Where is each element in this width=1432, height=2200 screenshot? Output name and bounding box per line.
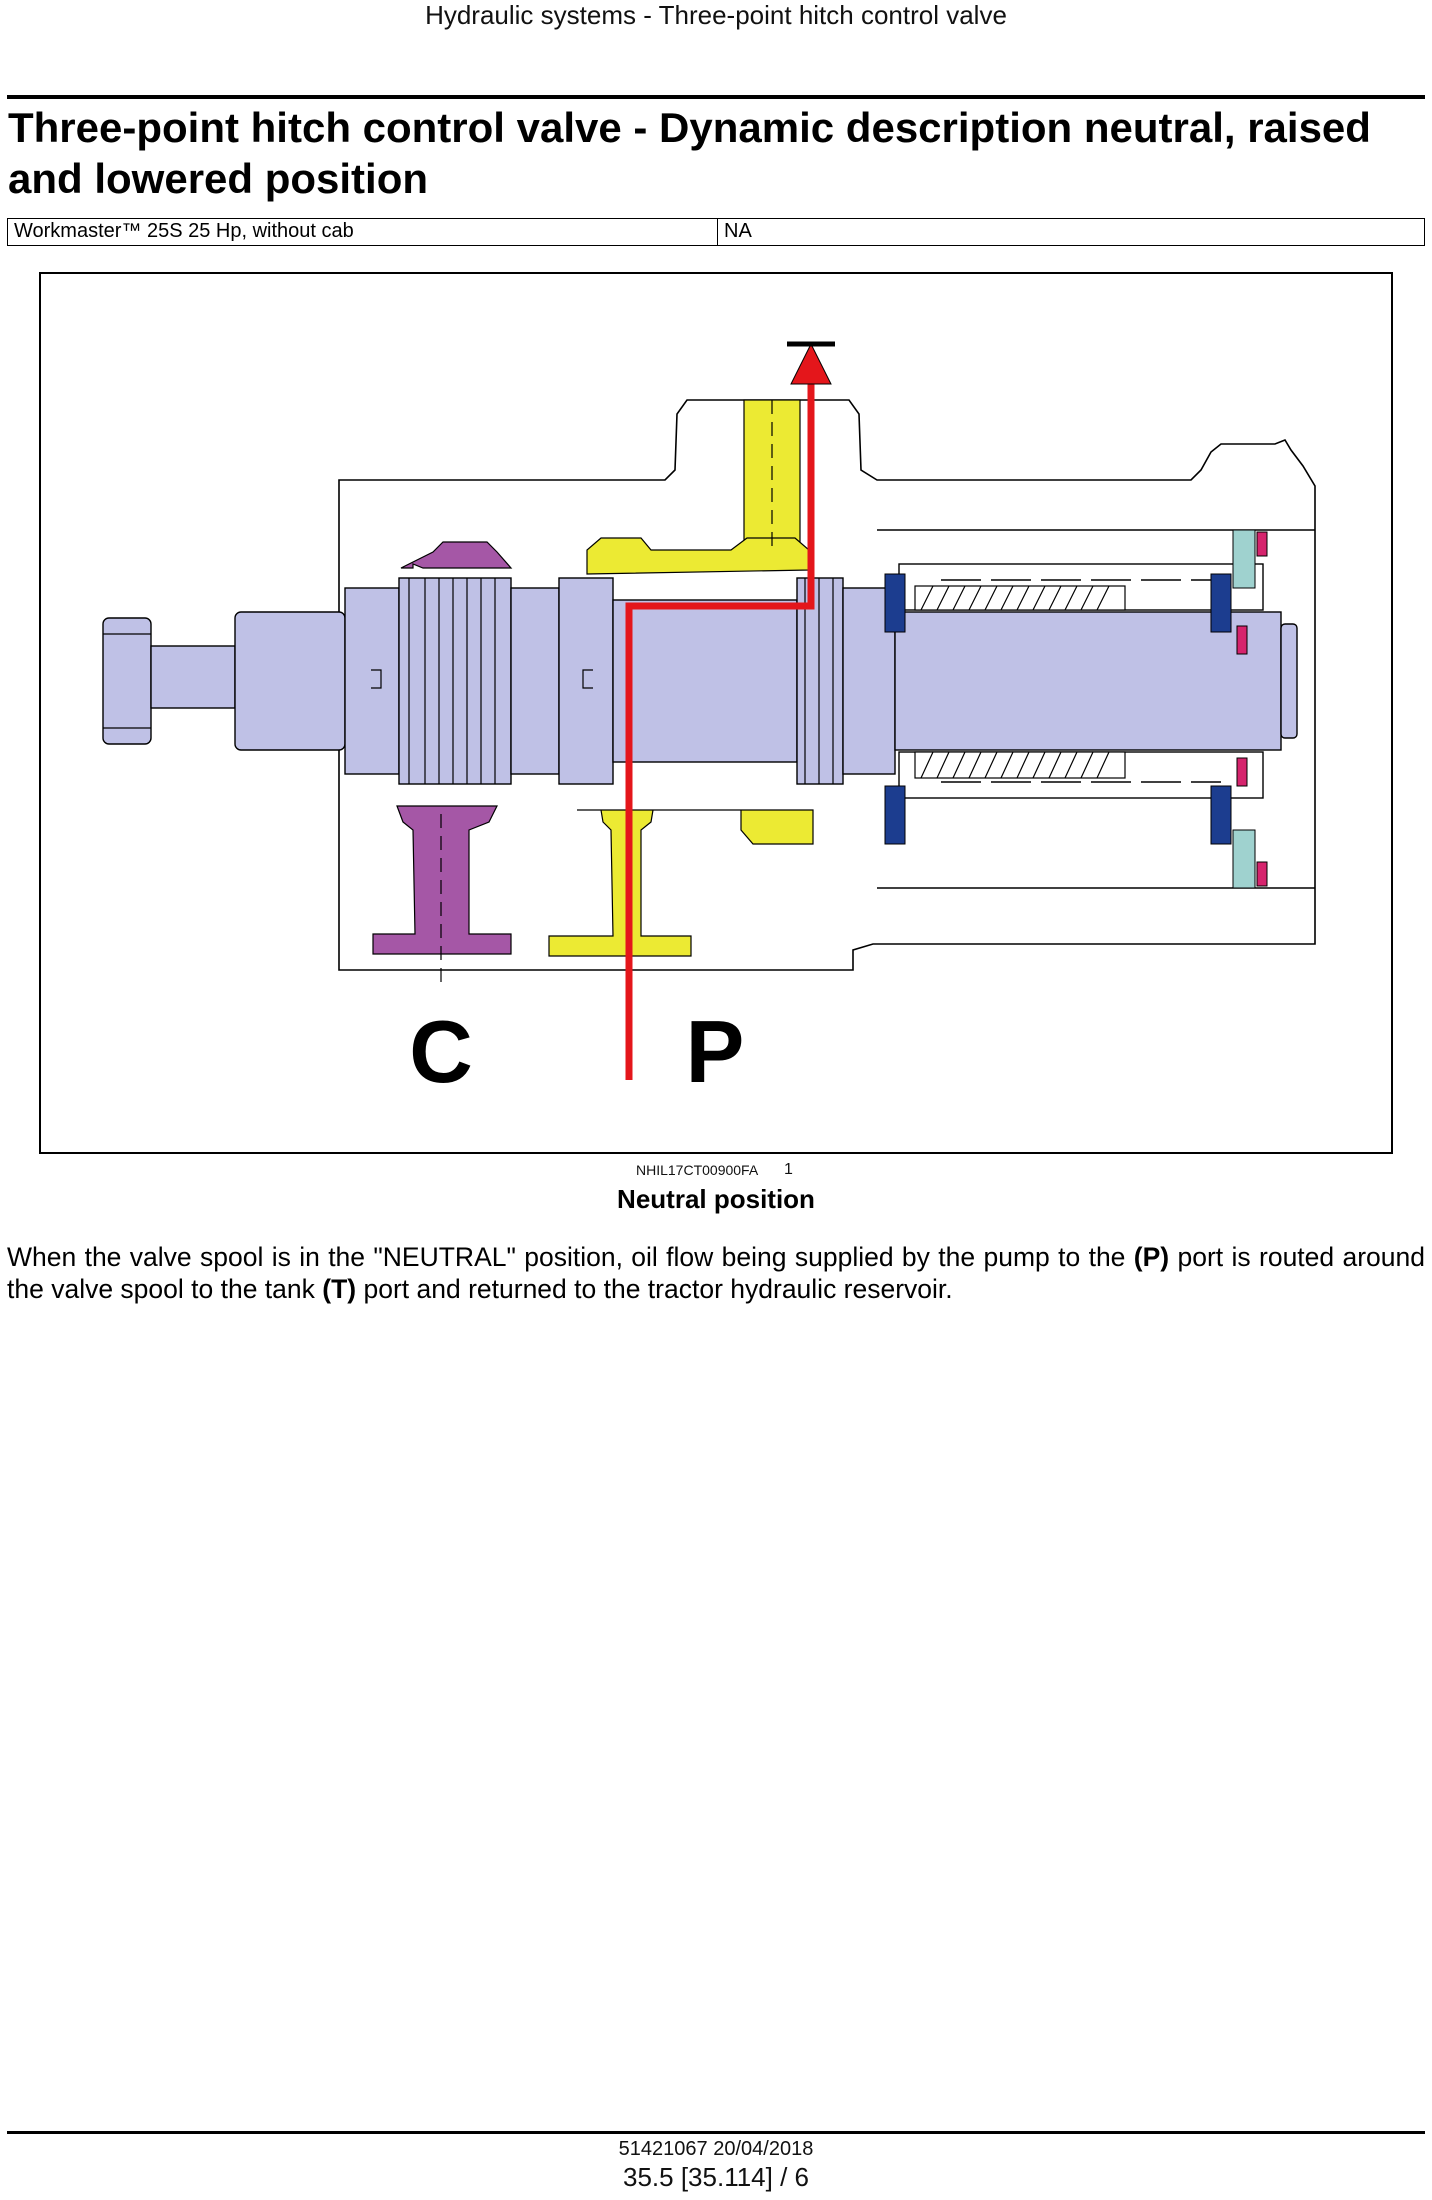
- retainer-clips: [1236, 531, 1268, 887]
- figure-caption: Neutral position: [617, 1184, 815, 1214]
- footer-document-id: 51421067 20/04/2018: [618, 2138, 814, 2160]
- footer-rule: [7, 2131, 1425, 2134]
- port-label-c: C: [409, 1002, 473, 1101]
- valve-diagram: C P: [102, 341, 1316, 1101]
- retainer-washers: [1232, 529, 1256, 889]
- valve-spool: [102, 577, 1298, 785]
- seal-rings: [884, 573, 1232, 845]
- flow-arrow-head: [790, 342, 832, 385]
- body-paragraph: When the valve spool is in the "NEUTRAL"…: [7, 1241, 1425, 1305]
- valve-body-outline: [338, 399, 1316, 971]
- work-port-c: [372, 541, 513, 955]
- footer-page-number: 35.5 [35.114] / 6: [623, 2162, 809, 2192]
- port-t-ref: (T): [322, 1274, 357, 1304]
- running-header: Hydraulic systems - Three-point hitch co…: [425, 0, 1007, 30]
- body-text-1: When the valve spool is in the "NEUTRAL"…: [7, 1242, 1134, 1272]
- applicability-table: Workmaster™ 25S 25 Hp, without cab NA: [7, 218, 1425, 246]
- oil-flow-path: [625, 376, 815, 1080]
- spring-coils: [914, 585, 1126, 779]
- figure-reference-code: NHIL17CT00900FA: [636, 1162, 759, 1178]
- header-rule: [7, 95, 1425, 99]
- page-title: Three-point hitch control valve - Dynami…: [8, 104, 1371, 202]
- port-label-p: P: [686, 1002, 745, 1101]
- applicability-market: NA: [724, 220, 752, 242]
- body-text-3: port and returned to the tractor hydraul…: [356, 1274, 953, 1304]
- body-text-2: port is routed around the valve spool to…: [7, 1242, 1426, 1304]
- port-p-ref: (P): [1133, 1242, 1170, 1272]
- applicability-model: Workmaster™ 25S 25 Hp, without cab: [8, 219, 718, 245]
- figure-number: 1: [784, 1161, 793, 1178]
- valve-figure: C P: [39, 272, 1393, 1154]
